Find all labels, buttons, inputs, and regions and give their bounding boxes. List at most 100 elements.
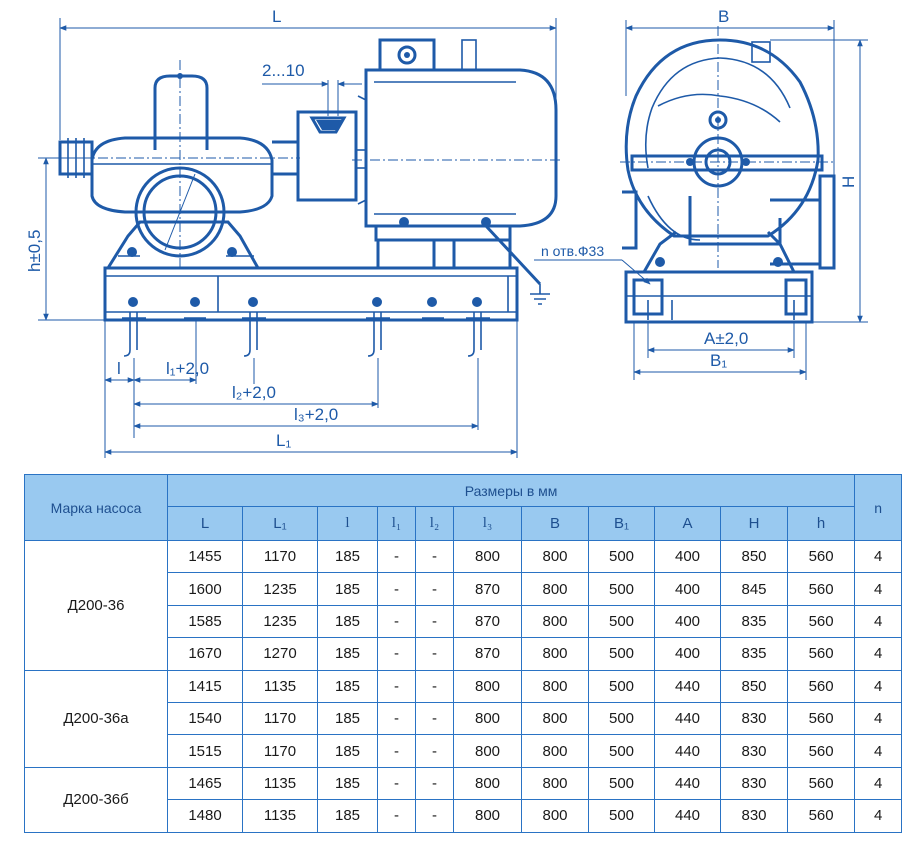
table-cell: 800 [521,799,589,833]
table-cell: 800 [521,669,589,703]
table-cell: 4 [854,669,903,703]
table-cell: 800 [453,734,522,768]
dim-B: B [625,7,835,176]
table-cell: 185 [317,637,378,671]
table-cell: - [377,539,416,574]
table-cell: 835 [720,637,788,671]
table-cell: 4 [854,539,903,574]
brand-header: Марка насоса [24,474,168,541]
table-cell: 4 [854,734,903,768]
table-cell: 500 [588,637,655,671]
table-cell: 800 [453,539,522,574]
table-cell: 800 [521,539,589,574]
dim-h-label: h±0,5 [25,230,44,272]
dim-l-label: l [117,359,121,378]
table-cell: 560 [786,637,856,671]
pump-brand-cell: Д200-36 [24,540,168,671]
table-cell: - [377,669,416,703]
table-cell: 560 [786,701,856,736]
shaft-coupling [296,110,366,202]
table-cell: - [377,604,416,639]
table-cell: 185 [317,604,378,639]
column-header: B [521,506,589,541]
table-cell: - [377,734,416,768]
table-cell: 185 [317,766,378,801]
table-cell: - [377,799,416,833]
n-header: n [854,474,903,541]
dim-A-label: A±2,0 [704,329,748,348]
dim-L1-label: L₁ [276,431,291,450]
table-cell: 1480 [167,799,243,833]
table-cell: 850 [720,669,788,703]
dim-H-label: H [839,176,858,188]
table-cell: 870 [453,604,522,639]
table-cell: 440 [654,669,721,703]
table-cell: 500 [588,766,655,801]
table-cell: 560 [786,734,856,768]
dim-bottom: l l₁+2,0 l₂+2,0 l₃+2,0 L₁ [104,320,518,458]
dim-l3-label: l₃+2,0 [294,405,338,424]
column-header: l₂ [415,506,454,541]
pump-casing [44,60,300,268]
table-cell: 4 [854,572,903,606]
column-header: H [720,506,788,541]
table-cell: 560 [786,669,856,703]
table-cell: 500 [588,669,655,703]
dim-L-label: L [272,7,281,26]
table-cell: 830 [720,766,788,801]
table-cell: 440 [654,701,721,736]
pump-unit-drawing: L 2...10 h±0,5 l [25,7,868,458]
table-cell: 1135 [242,669,318,703]
table-cell: 4 [854,701,903,736]
table-cell: 400 [654,539,721,574]
dim-B1-label: B₁ [710,351,727,370]
table-cell: 800 [521,572,589,606]
table-cell: 1170 [242,539,318,574]
dim-h: h±0,5 [25,157,105,321]
table-cell: 500 [588,604,655,639]
table-cell: 400 [654,572,721,606]
dim-B-label: B [718,7,729,26]
table-cell: - [415,766,454,801]
table-cell: 185 [317,734,378,768]
column-header: L₁ [242,506,318,541]
table-cell: 1270 [242,637,318,671]
table-cell: 1170 [242,701,318,736]
dim-l1-label: l₁+2,0 [166,359,209,378]
side-motor [620,26,836,268]
table-cell: 800 [453,766,522,801]
column-header: l₁ [377,506,416,541]
table-cell: 1585 [167,604,243,639]
table-cell: - [377,701,416,736]
table-cell: - [415,572,454,606]
table-cell: 1135 [242,799,318,833]
dim-A: A±2,0 [647,322,795,358]
table-cell: 185 [317,539,378,574]
dim-L: L [59,7,557,140]
table-cell: - [415,734,454,768]
table-cell: 1455 [167,539,243,574]
table-cell: 800 [521,701,589,736]
table-cell: 800 [453,701,522,736]
table-cell: - [415,669,454,703]
table-cell: 500 [588,701,655,736]
table-cell: 440 [654,734,721,768]
ground-icon [530,284,550,305]
dim-l2-label: l₂+2,0 [232,383,276,402]
anchor-bolts [122,297,490,357]
dim-H: H [770,39,868,323]
table-cell: 800 [521,604,589,639]
holes-label: n отв.Ф33 [541,243,604,259]
pump-brand-cell: Д200-36а [24,669,168,768]
table-cell: 560 [786,799,856,833]
column-header: h [786,506,856,541]
table-cell: 1235 [242,572,318,606]
table-cell: 850 [720,539,788,574]
